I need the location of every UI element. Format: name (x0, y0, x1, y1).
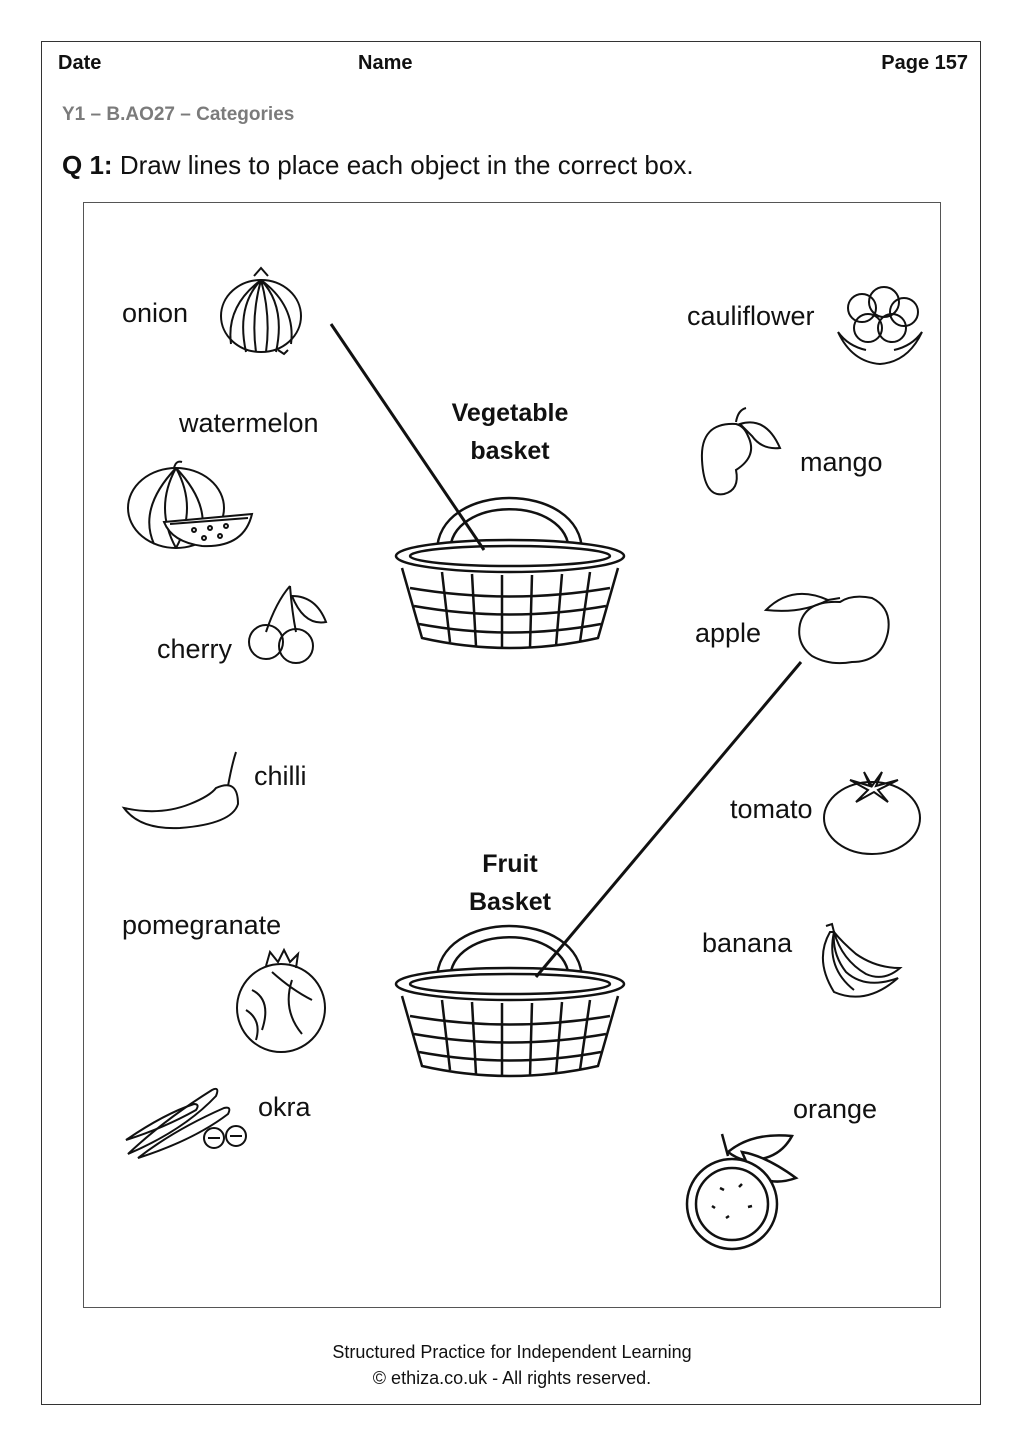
label-cauliflower: cauliflower (687, 301, 815, 331)
label-tomato: tomato (730, 794, 813, 824)
fruit-basket-title: Fruit Basket (410, 845, 610, 921)
label-apple: apple (695, 618, 762, 648)
question-number: Q 1: (62, 150, 113, 180)
okra-icon[interactable] (124, 1080, 256, 1160)
label-watermelon: watermelon (179, 408, 319, 438)
label-onion: onion (122, 298, 189, 328)
orange-icon[interactable] (682, 1126, 802, 1252)
cauliflower-icon[interactable] (832, 282, 926, 366)
worksheet-border (41, 41, 981, 1405)
fruit-basket-icon[interactable] (392, 918, 628, 1084)
date-label: Date (58, 52, 102, 74)
worksheet-code: Y1 – B.AO27 – Categories (62, 104, 295, 125)
banana-icon[interactable] (806, 920, 903, 1006)
label-orange: orange (793, 1094, 878, 1124)
label-okra: okra (258, 1092, 311, 1122)
mango-icon[interactable] (696, 406, 786, 498)
label-cherry: cherry (157, 634, 233, 664)
vegetable-basket-title: Vegetable basket (410, 394, 610, 470)
label-pomegranate: pomegranate (122, 910, 282, 940)
onion-icon[interactable] (216, 266, 306, 356)
label-banana: banana (702, 928, 793, 958)
activity-panel (83, 202, 941, 1308)
footer-copyright: © ethiza.co.uk - All rights reserved. (372, 1368, 652, 1388)
page-number: Page 157 (881, 52, 968, 74)
vegetable-basket-title-line1: Vegetable (451, 399, 569, 427)
chilli-icon[interactable] (120, 748, 246, 834)
line-apple-to-fruit-basket (534, 661, 803, 978)
cherry-icon[interactable] (244, 582, 330, 664)
fruit-basket-title-line2: Basket (469, 888, 551, 916)
watermelon-icon[interactable] (124, 458, 256, 550)
name-label: Name (358, 52, 413, 74)
vegetable-basket-icon[interactable] (392, 490, 628, 656)
apple-icon[interactable] (762, 580, 894, 666)
footer-tagline: Structured Practice for Independent Lear… (332, 1342, 692, 1362)
label-mango: mango (800, 447, 883, 477)
vegetable-basket-title-line2: basket (470, 437, 550, 465)
tomato-icon[interactable] (820, 766, 926, 858)
line-onion-to-vegetable-basket (329, 323, 486, 551)
question-text: Draw lines to place each object in the c… (119, 150, 694, 180)
label-chilli: chilli (254, 761, 307, 791)
question: Q 1: Draw lines to place each object in … (62, 150, 694, 181)
fruit-basket-title-line1: Fruit (482, 850, 538, 878)
pomegranate-icon[interactable] (232, 947, 330, 1054)
